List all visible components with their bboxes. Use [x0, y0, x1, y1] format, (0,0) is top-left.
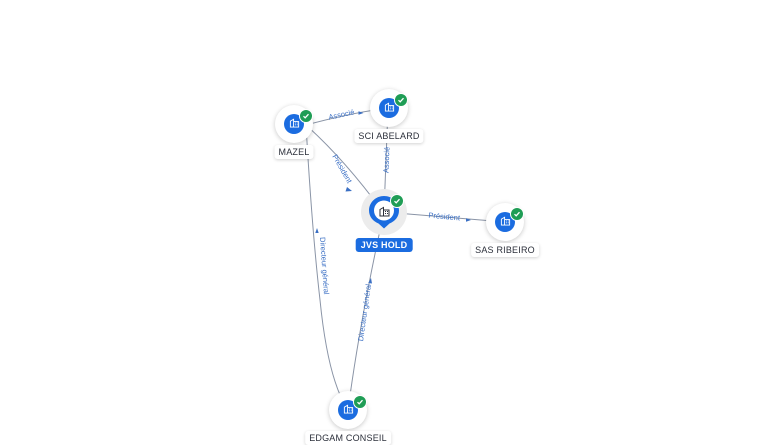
node-label: SAS RIBEIRO — [471, 243, 539, 257]
verified-check-icon — [510, 207, 524, 221]
node-label: SCI ABELARD — [354, 129, 424, 143]
edge-label-associe: Associé — [382, 147, 392, 174]
edge-label-directeur-general: Directeur général — [318, 237, 331, 295]
building-icon — [500, 213, 511, 231]
building-icon — [289, 115, 300, 133]
node-label: EDGAM CONSEIL — [305, 431, 391, 445]
edge-mazel-edgam-conseil: Directeur général — [305, 124, 349, 411]
edge-label-associe: Associé — [328, 107, 356, 121]
node-label: MAZEL — [274, 145, 314, 159]
verified-check-icon — [390, 194, 404, 208]
verified-check-icon — [394, 93, 408, 107]
edge-label-directeur-general: Directeur général — [356, 283, 373, 342]
verified-check-icon — [353, 395, 367, 409]
map-pin-icon — [369, 196, 399, 229]
node-label: JVS HOLD — [355, 238, 413, 252]
edge-label-president: Président — [428, 211, 461, 223]
building-icon — [384, 99, 395, 117]
building-icon — [343, 401, 354, 419]
edge-label-president: Président — [330, 153, 354, 186]
verified-check-icon — [299, 109, 313, 123]
